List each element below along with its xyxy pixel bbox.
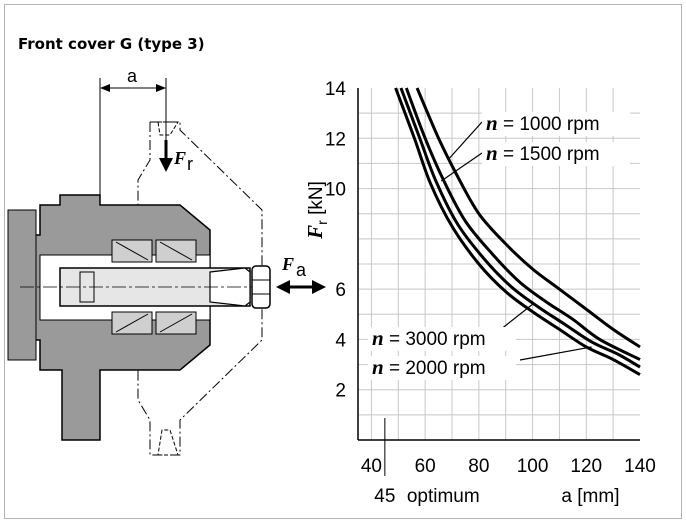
y-axis-label-unit: [kN] [306,181,327,220]
y-tick-label-6: 6 [335,280,346,301]
y-axis-label: Fr [kN] [303,181,330,240]
x-tick-label-140: 140 [624,456,656,477]
series-leader-0 [448,121,483,159]
series-label-var-2: n [372,355,384,379]
shaft-nut [251,265,271,309]
chart-curves [394,87,641,376]
x-tick-label-100: 100 [517,456,549,477]
x-tick-label-40: 40 [361,456,382,477]
series-line-2 [394,87,641,376]
series-leader-3 [499,303,533,331]
series-label-bg-0 [482,112,630,136]
radial-force-symbol: F [173,148,186,168]
flange-left [7,209,37,361]
series-label-3: n = 3000 rpm [372,326,486,350]
series-line-1 [404,87,641,361]
y-axis-label-subscript: r [314,220,330,225]
x-axis-label: a [mm] [561,486,619,507]
series-leader-2 [519,346,592,361]
dashdot-outline-outer [137,121,263,456]
roller-3 [115,313,149,333]
series-label-var-1: n [486,141,498,165]
y-tick-label-14: 14 [325,79,347,100]
x-tick-label-60: 60 [415,456,436,477]
roller-1 [115,241,149,261]
series-line-3 [399,87,641,369]
y-tick-label-12: 12 [325,129,346,150]
series-label-text-2: = 2000 rpm [384,358,486,379]
dimension-label: a [127,66,138,86]
series-line-0 [415,87,641,349]
x-tick-label-80: 80 [468,456,489,477]
axial-force-subscript: a [296,260,307,280]
x-tick-label-120: 120 [570,456,602,477]
chart-grid [357,88,640,441]
figure-title: Front cover G (type 3) [18,35,205,53]
series-leader-1 [440,152,483,182]
axial-force-arrowhead-left [276,280,290,294]
load-point-top [157,121,179,136]
series-label-2: n = 2000 rpm [372,355,486,379]
axial-force-arrowhead-right [312,280,326,294]
load-point-bottom [157,429,179,456]
series-label-text-0: = 1000 rpm [498,114,600,135]
optimum-value: 45 [374,486,395,507]
chart-ticks: 2 4 6 10 12 14 40 60 80 100 120 140 45 optimum a [mm] F… [303,79,656,507]
series-label-bg-3 [368,327,516,351]
radial-force-arrowhead [159,158,173,172]
series-label-0: n = 1000 rpm [486,111,600,135]
series-label-var-3: n [372,326,384,350]
axial-force-symbol: F [281,254,294,274]
figure-frame [4,4,682,519]
series-label-bg-1 [482,142,630,166]
dim-arrow-left [100,84,110,92]
series-label-var-0: n [486,111,498,135]
roller-4 [159,313,193,333]
radial-force-subscript: r [187,154,193,174]
y-axis-label-symbol: F [303,225,327,240]
y-tick-label-4: 4 [335,330,346,351]
series-label-text-1: = 1500 rpm [498,144,600,165]
y-tick-label-10: 10 [325,180,346,201]
y-tick-label-2: 2 [335,381,346,402]
series-label-1: n = 1500 rpm [486,141,600,165]
optimum-label: optimum [407,486,480,507]
series-label-bg-2 [368,356,516,380]
roller-2 [159,241,193,261]
series-label-text-3: = 3000 rpm [384,329,486,350]
dim-arrow-right [156,84,166,92]
